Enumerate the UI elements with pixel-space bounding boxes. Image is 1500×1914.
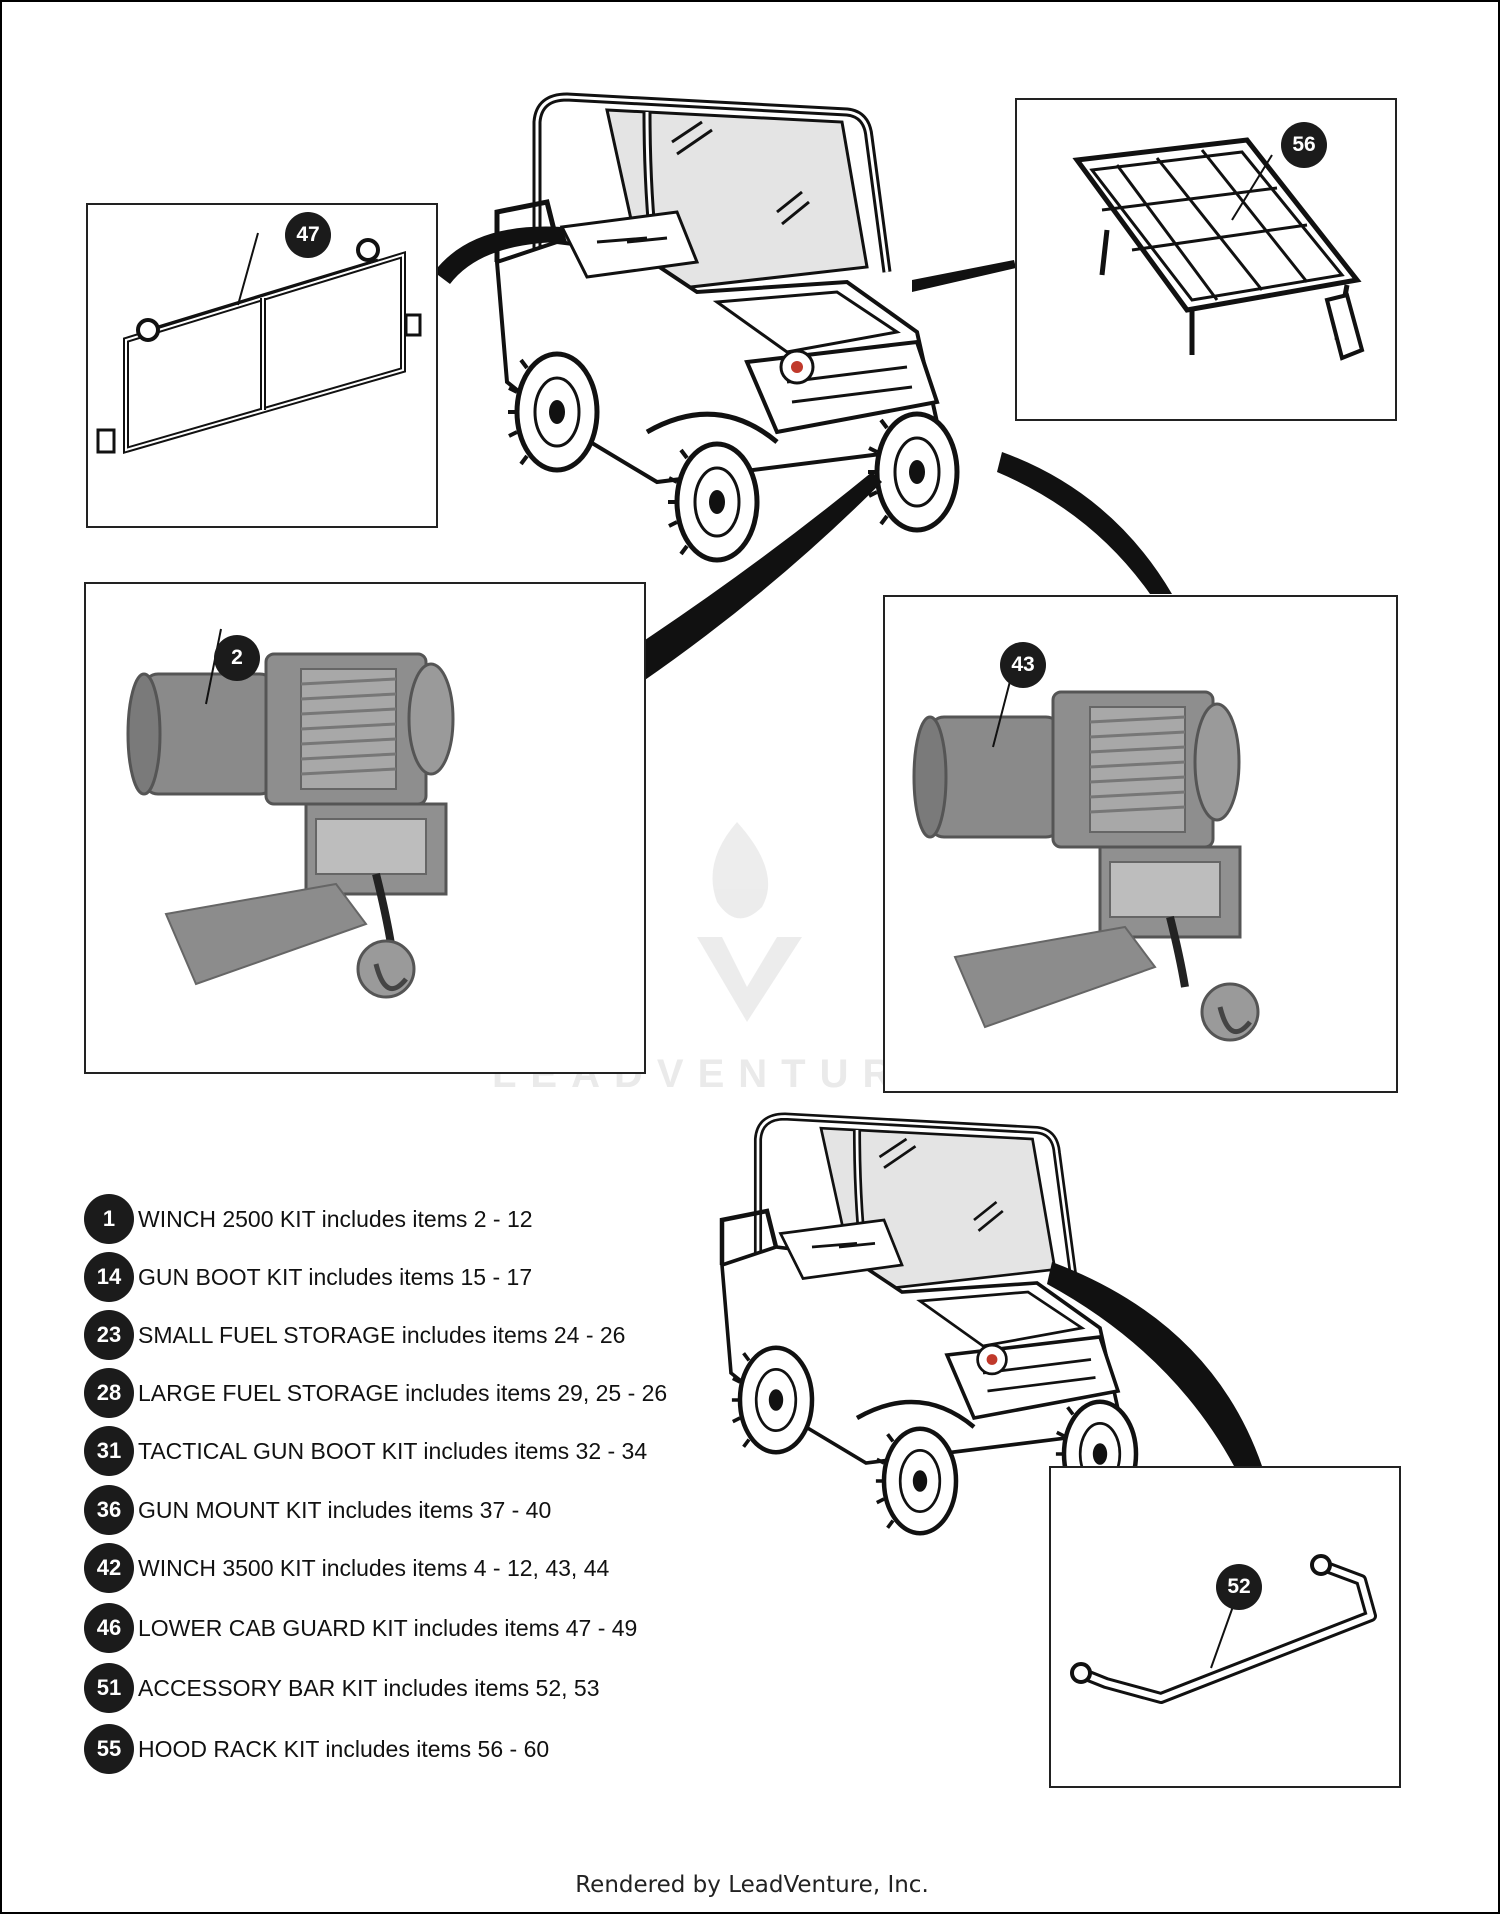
kit-number-badge: 51 <box>84 1663 134 1713</box>
callout-47: 47 <box>285 212 331 258</box>
kit-description: HOOD RACK KIT includes items 56 - 60 <box>138 1735 550 1762</box>
kit-description: WINCH 3500 KIT includes items 4 - 12, 43… <box>138 1554 610 1581</box>
panel-hood-rack <box>1015 98 1397 421</box>
kit-description: LOWER CAB GUARD KIT includes items 47 - … <box>138 1614 638 1641</box>
panel-lower-cab-guard <box>86 203 438 528</box>
kit-number-badge: 42 <box>84 1543 134 1593</box>
kit-number-badge: 31 <box>84 1426 134 1476</box>
panel-accessory-bar <box>1049 1466 1401 1788</box>
cab-guard-illustration <box>96 232 422 454</box>
kit-number-badge: 46 <box>84 1603 134 1653</box>
kit-item: 14 GUN BOOT KIT includes items 15 - 17 <box>84 1250 532 1304</box>
kit-number-badge: 36 <box>84 1485 134 1535</box>
connector-2 <box>642 472 882 682</box>
kit-description: WINCH 2500 KIT includes items 2 - 12 <box>138 1205 533 1232</box>
watermark-logo <box>697 822 802 1022</box>
connector-47 <box>434 226 567 284</box>
kit-description: TACTICAL GUN BOOT KIT includes items 32 … <box>138 1437 648 1464</box>
kit-item: 46 LOWER CAB GUARD KIT includes items 47… <box>84 1601 637 1655</box>
kit-item: 36 GUN MOUNT KIT includes items 37 - 40 <box>84 1483 551 1537</box>
callout-43: 43 <box>1000 642 1046 688</box>
accessory-bar-illustration <box>1070 1554 1377 1704</box>
kit-item: 51 ACCESSORY BAR KIT includes items 52, … <box>84 1661 599 1715</box>
kit-item: 55 HOOD RACK KIT includes items 56 - 60 <box>84 1722 549 1776</box>
kit-number-badge: 14 <box>84 1252 134 1302</box>
connector-56 <box>912 260 1016 292</box>
winch-3500-illustration <box>912 661 1260 1042</box>
callout-2: 2 <box>214 635 260 681</box>
kit-item: 28 LARGE FUEL STORAGE includes items 29,… <box>84 1366 667 1420</box>
kit-description: GUN MOUNT KIT includes items 37 - 40 <box>138 1496 552 1523</box>
kit-description: LARGE FUEL STORAGE includes items 29, 25… <box>138 1379 668 1406</box>
kit-item: 31 TACTICAL GUN BOOT KIT includes items … <box>84 1424 647 1478</box>
footer-credit: Rendered by LeadVenture, Inc. <box>575 1872 929 1898</box>
kit-item: 23 SMALL FUEL STORAGE includes items 24 … <box>84 1308 625 1362</box>
kit-item: 1 WINCH 2500 KIT includes items 2 - 12 <box>84 1192 533 1246</box>
utv-top <box>497 97 957 560</box>
kit-item: 42 WINCH 3500 KIT includes items 4 - 12,… <box>84 1541 609 1595</box>
kit-description: SMALL FUEL STORAGE includes items 24 - 2… <box>138 1321 626 1348</box>
callout-56: 56 <box>1281 122 1327 168</box>
kit-number-badge: 23 <box>84 1310 134 1360</box>
kit-number-badge: 28 <box>84 1368 134 1418</box>
panel-winch-2500 <box>84 582 646 1074</box>
connector-43 <box>997 452 1172 594</box>
hood-rack-illustration <box>1072 137 1365 361</box>
callout-52: 52 <box>1216 1564 1262 1610</box>
connector-52 <box>1047 1262 1262 1466</box>
kit-description: GUN BOOT KIT includes items 15 - 17 <box>138 1263 533 1290</box>
panel-winch-3500 <box>883 595 1398 1093</box>
winch-2500-illustration <box>126 628 455 999</box>
kit-description: ACCESSORY BAR KIT includes items 52, 53 <box>138 1674 600 1701</box>
kit-number-badge: 1 <box>84 1194 134 1244</box>
kit-number-badge: 55 <box>84 1724 134 1774</box>
